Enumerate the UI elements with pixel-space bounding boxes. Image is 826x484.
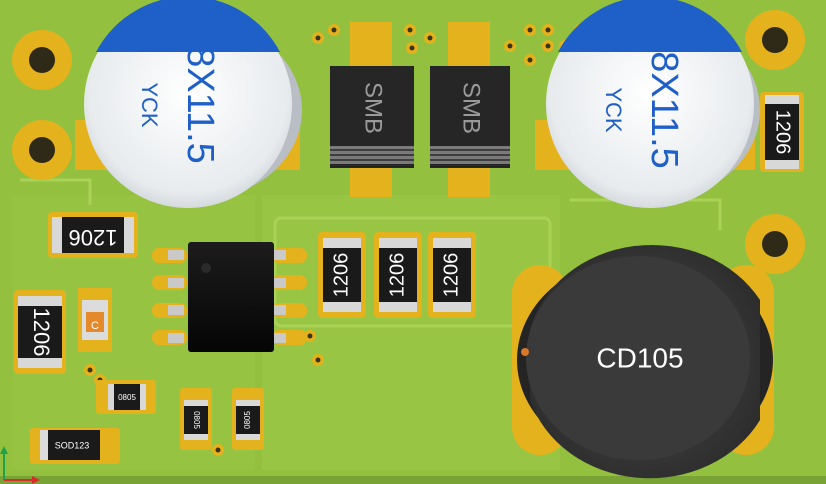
mounting-hole-top-right [745,10,805,70]
mounting-hole-mid-left [12,120,72,180]
small-0805-a-label: 0805 [118,393,136,402]
component-0805-c [232,388,264,450]
diode-right-label: SMB [458,82,485,134]
cap-right-value: 8X11.5 [643,51,685,169]
res-mid-1-label: 1206 [330,253,352,298]
cap-left-value: 8X11.5 [179,46,221,164]
capacitor-right [535,0,760,208]
diode-left-label: SMB [360,82,387,134]
capacitor-left [75,0,302,208]
small-0805-c-label: 0805 [243,411,252,429]
res-mid-2-label: 1206 [386,253,408,298]
diode-sod123-label: SOD123 [55,440,90,450]
cap-left-brand: YCK [137,82,162,128]
axis-indicator [0,446,40,484]
diode-smb-left [330,22,414,197]
led-marker [78,288,112,352]
inductor-cd105 [512,244,774,479]
cap-right-brand: YCK [601,87,626,133]
ic-soic8 [152,242,307,352]
led-marker-label: C [91,320,99,332]
mounting-hole-top-left [12,30,72,90]
diode-smb-right [430,22,510,197]
resistor-1206-left-vertical [14,290,66,374]
resistor-1206-mid-3 [428,232,476,318]
resistor-1206-top-right [760,92,804,172]
mounting-hole-mid-right [745,214,805,274]
resistor-1206-mid-1 [318,232,366,318]
component-0805-a [96,380,156,414]
trace-left [20,178,92,205]
res-mid-3-label: 1206 [440,253,462,298]
small-0805-b-label: 0805 [192,411,201,429]
resistor-1206-mid-2 [374,232,422,318]
res-left-h-label: 1206 [69,225,118,250]
inductor-label: CD105 [596,342,683,373]
diode-sod123 [30,428,120,464]
component-0805-b [180,388,212,450]
res-left-v-label: 1206 [29,308,54,357]
res-top-right-label: 1206 [772,110,794,155]
pcb-edge-bottom [0,476,826,484]
resistor-1206-left-horizontal [48,212,138,258]
